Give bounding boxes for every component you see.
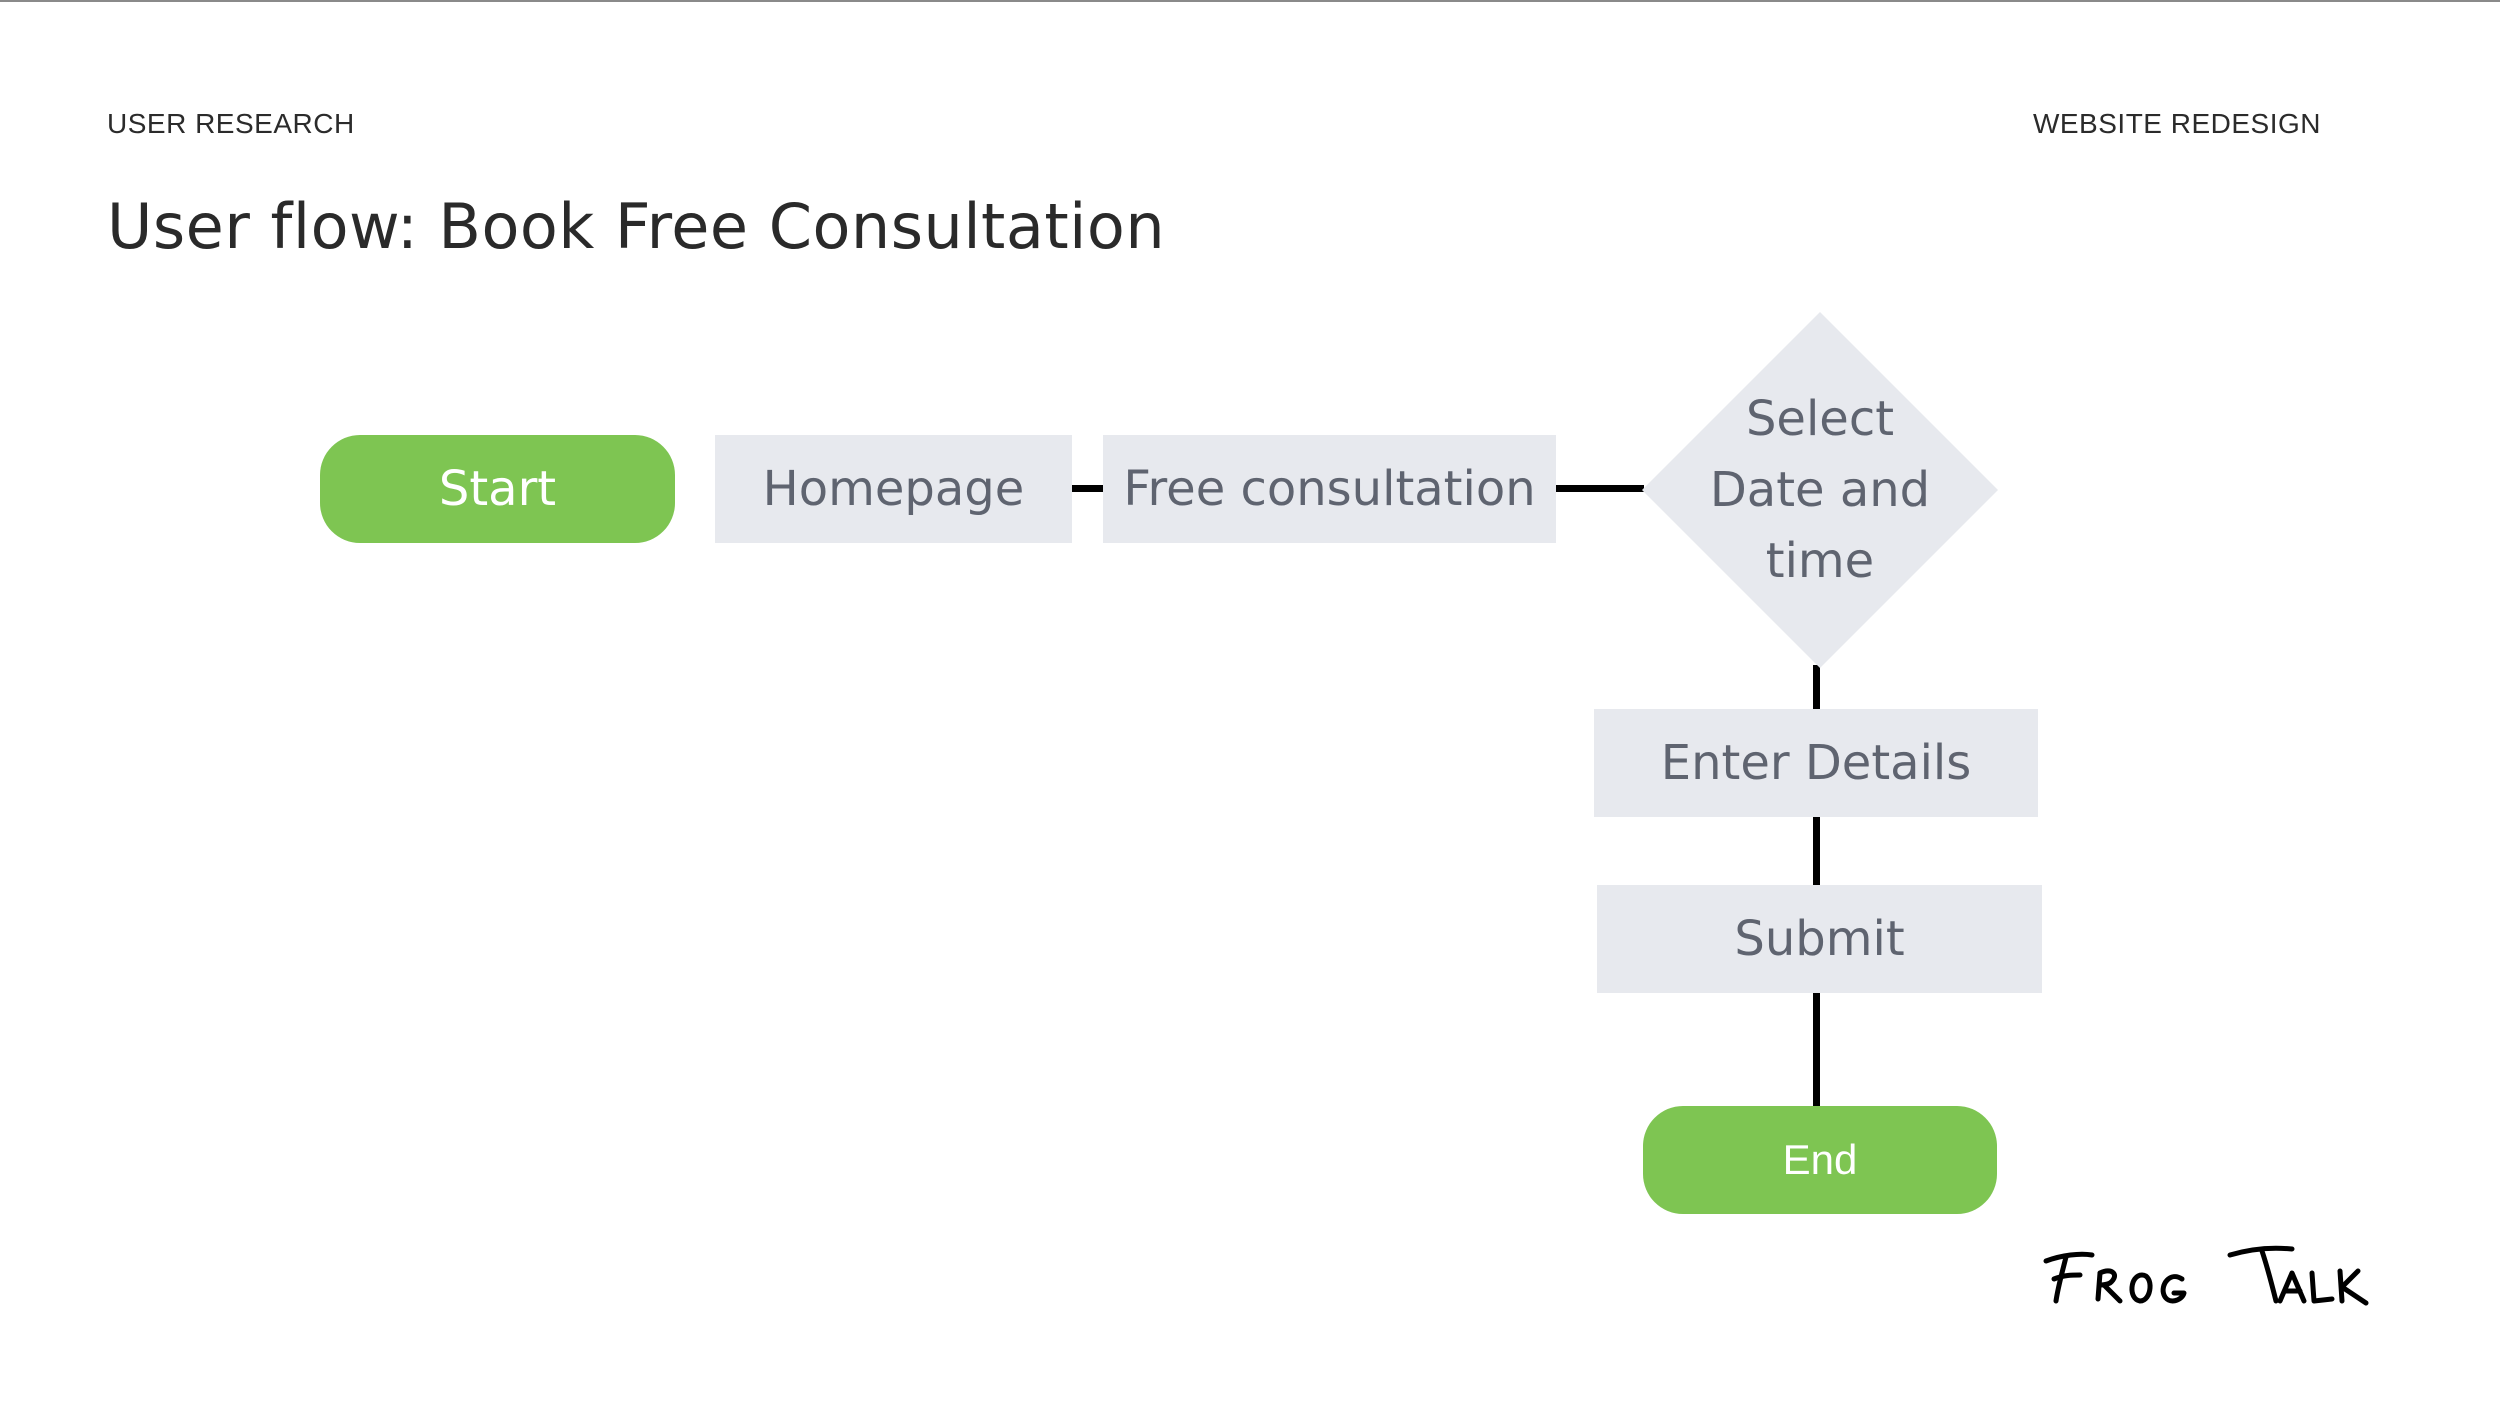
free-consultation-node: Free consultation bbox=[1103, 435, 1556, 543]
decision-label-line: Date and bbox=[1709, 461, 1931, 518]
enter-details-label: Enter Details bbox=[1660, 735, 1972, 791]
connector-submit-end bbox=[1813, 993, 1820, 1106]
homepage-node: Homepage bbox=[715, 435, 1072, 543]
frog-talk-logo bbox=[2043, 1245, 2369, 1306]
project-label: WEBSITE REDESIGN bbox=[2032, 108, 2321, 139]
free-consultation-label: Free consultation bbox=[1123, 461, 1536, 517]
section-label: USER RESEARCH bbox=[107, 108, 355, 139]
start-label: Start bbox=[438, 461, 557, 517]
end-label: End bbox=[1782, 1136, 1858, 1183]
top-divider bbox=[0, 0, 2500, 2]
start-node: Start bbox=[320, 435, 675, 543]
connector-enter-details-submit bbox=[1813, 817, 1820, 885]
page-title: User flow: Book Free Consultation bbox=[107, 190, 1166, 263]
connector-decision-enter-details bbox=[1813, 665, 1820, 710]
decision-label: Select Date and time bbox=[1642, 312, 1998, 668]
select-date-time-decision: Select Date and time bbox=[1642, 312, 1998, 668]
submit-node: Submit bbox=[1597, 885, 2042, 993]
enter-details-node: Enter Details bbox=[1594, 709, 2038, 817]
decision-label-line: time bbox=[1765, 532, 1875, 589]
connector-free-consultation-decision bbox=[1556, 485, 1644, 492]
decision-label-line: Select bbox=[1745, 390, 1895, 447]
homepage-label: Homepage bbox=[762, 461, 1025, 517]
connector-homepage-free-consultation bbox=[1072, 485, 1103, 492]
end-node: End bbox=[1643, 1106, 1997, 1214]
submit-label: Submit bbox=[1734, 911, 1905, 967]
